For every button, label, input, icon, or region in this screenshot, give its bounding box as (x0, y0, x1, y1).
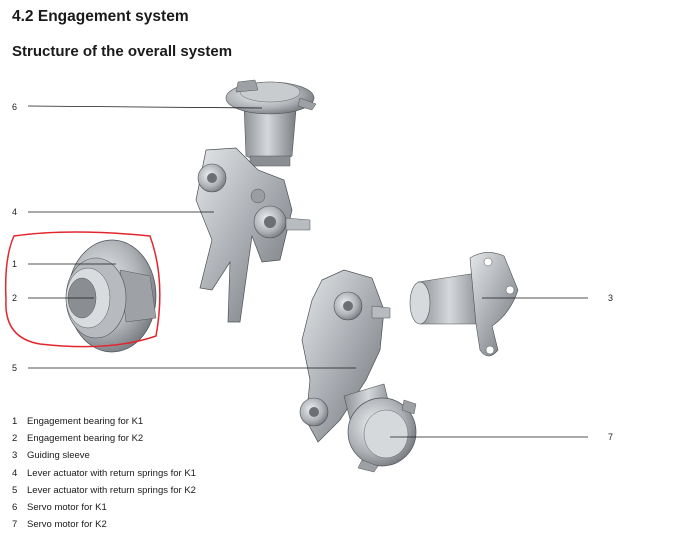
callout-5: 5 (12, 363, 17, 373)
highlight-outline (4, 231, 161, 348)
callout-7: 7 (608, 432, 613, 442)
engagement-bearing-part (65, 239, 157, 353)
callout-4: 4 (12, 207, 17, 217)
callout-3: 3 (608, 293, 613, 303)
section-title: 4.2 Engagement system (12, 8, 189, 25)
callout-1: 1 (12, 259, 17, 269)
callout-6: 6 (12, 102, 17, 112)
servo-motor-k1-part (225, 79, 317, 167)
guiding-sleeve-part (409, 252, 519, 357)
lever-actuator-k1-part (195, 147, 311, 323)
servo-motor-k2-part (343, 383, 417, 473)
figure-subtitle: Structure of the overall system (12, 43, 233, 60)
callout-lines (27, 105, 588, 438)
lever-actuator-k2-part (299, 269, 391, 443)
callout-2: 2 (12, 293, 17, 303)
